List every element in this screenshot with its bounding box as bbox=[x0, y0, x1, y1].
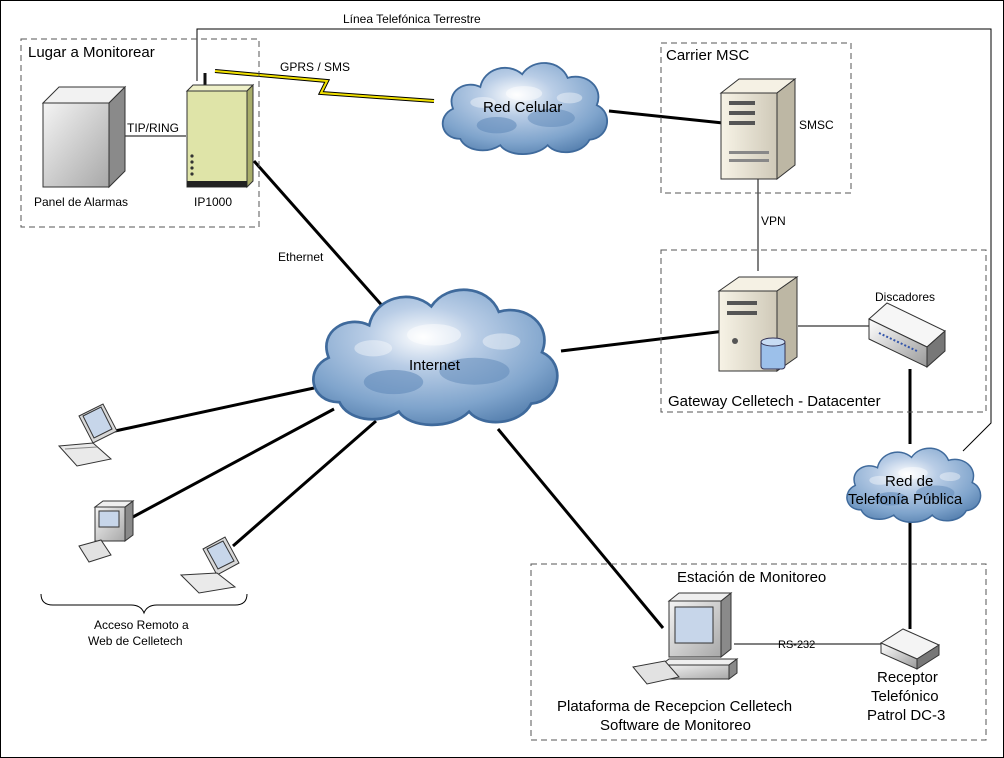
remote-access-label-1: Acceso Remoto a bbox=[94, 618, 189, 632]
receiver-label-3: Patrol DC-3 bbox=[867, 707, 945, 724]
remote-access-label-2: Web de Celletech bbox=[88, 634, 183, 648]
group-carrier bbox=[660, 42, 852, 194]
pstn-cloud-label-1: Red de bbox=[885, 473, 933, 490]
alarm-panel-label: Panel de Alarmas bbox=[34, 195, 128, 209]
alarm-panel-icon bbox=[41, 85, 127, 189]
internet-desktop-link bbox=[130, 407, 335, 520]
group-site bbox=[20, 38, 260, 228]
cellular-cloud: Red Celular bbox=[441, 61, 609, 156]
internet-laptop2-link bbox=[232, 419, 377, 548]
group-site-label: Lugar a Monitorear bbox=[28, 44, 155, 61]
group-station bbox=[530, 563, 987, 741]
cellular-cloud-label: Red Celular bbox=[483, 99, 562, 116]
laptop-icon bbox=[57, 403, 118, 467]
group-station-label: Estación de Monitoreo bbox=[677, 569, 826, 586]
pstn-cloud-label-2: Telefonía Pública bbox=[848, 491, 963, 508]
group-gateway-label: Gateway Celletech - Datacenter bbox=[668, 393, 881, 410]
internet-cloud-label: Internet bbox=[409, 357, 461, 374]
internet-cloud: Internet bbox=[311, 288, 559, 427]
cellular-smsc-link bbox=[608, 109, 724, 125]
vpn-label: VPN bbox=[761, 214, 786, 228]
smsc-label: SMSC bbox=[799, 118, 834, 132]
platform-label-2: Software de Monitoreo bbox=[600, 717, 751, 734]
desktop-computer-icon bbox=[78, 500, 135, 563]
platform-label-1: Plataforma de Recepcion Celletech bbox=[557, 698, 792, 715]
group-gateway bbox=[660, 249, 987, 413]
gateway-server-icon bbox=[717, 276, 799, 372]
ip1000-label: IP1000 bbox=[194, 195, 232, 209]
pstn-cloud: Red de Telefonía Pública bbox=[846, 447, 982, 524]
receiver-label-2: Telefónico bbox=[871, 688, 939, 705]
internet-laptop1-link bbox=[114, 386, 315, 433]
dialer-device-icon bbox=[868, 302, 946, 369]
receiver-device-icon bbox=[879, 628, 941, 670]
internet-platform-link bbox=[496, 428, 665, 629]
receiver-label-1: Receptor bbox=[877, 669, 938, 686]
landline-label: Línea Telefónica Terrestre bbox=[343, 12, 481, 26]
internet-gateway-link bbox=[560, 329, 726, 353]
smsc-server-icon bbox=[719, 77, 797, 181]
rs232-label: RS-232 bbox=[778, 639, 815, 651]
ethernet-label: Ethernet bbox=[278, 250, 324, 264]
gprs-label: GPRS / SMS bbox=[280, 60, 350, 74]
connection-lines bbox=[114, 28, 992, 645]
landline-link bbox=[196, 28, 992, 452]
laptop-icon bbox=[179, 536, 240, 594]
ethernet-link bbox=[252, 160, 396, 320]
dialers-label: Discadores bbox=[875, 290, 935, 304]
ip1000-device-icon bbox=[185, 73, 255, 189]
remote-access-brace bbox=[40, 593, 248, 615]
group-carrier-label: Carrier MSC bbox=[666, 47, 750, 64]
tip-ring-label: TIP/RING bbox=[127, 121, 179, 135]
workstation-icon bbox=[632, 591, 739, 685]
